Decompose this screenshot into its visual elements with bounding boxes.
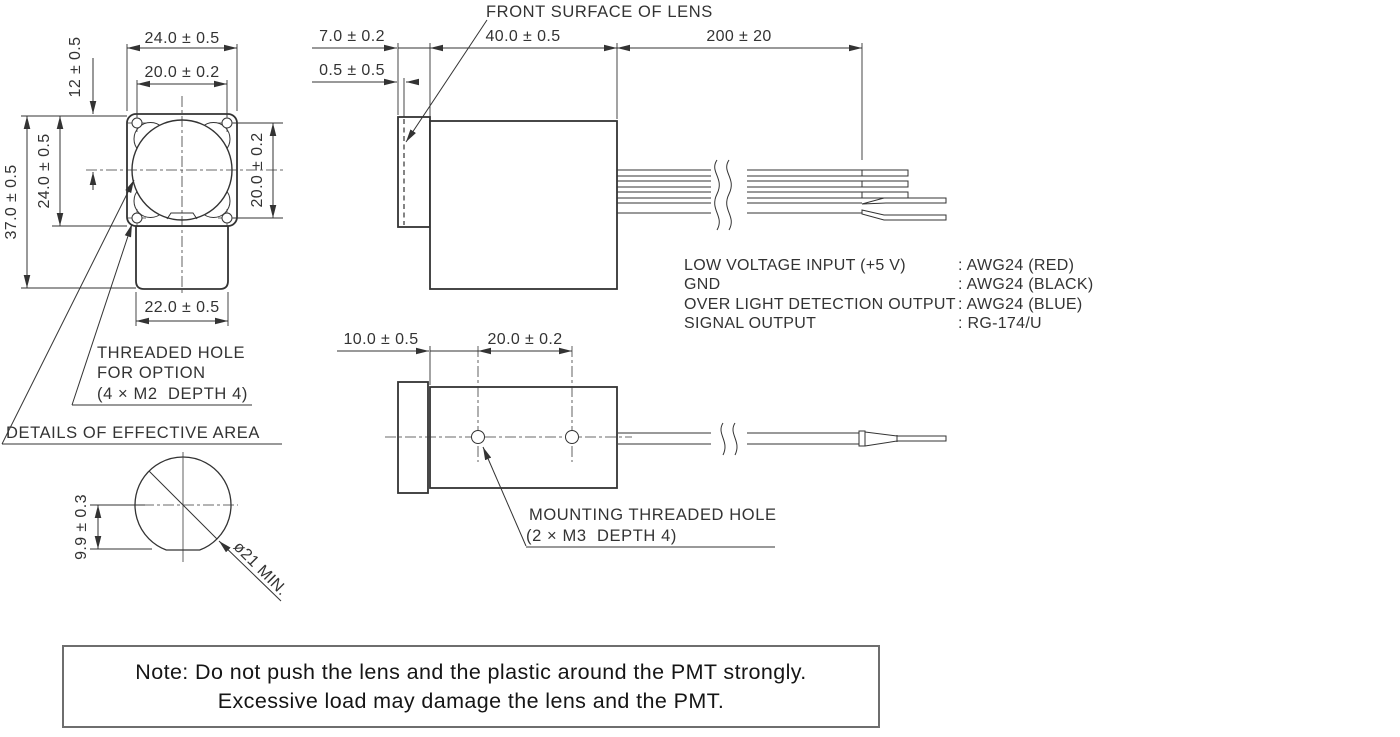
dim-diameter: ø21 MIN.: [230, 538, 291, 599]
side-flange-outline: [397, 116, 431, 228]
threaded-hole-note-line3: (4 × M2 DEPTH 4): [97, 385, 248, 403]
effective-area-leader: [1, 179, 135, 445]
note-line1: Note: Do not push the lens and the plast…: [135, 659, 807, 684]
cable-stripped-end: [864, 431, 947, 447]
front-view: 24.0 ± 0.5 20.0 ± 0.2 12 ± 0.5 24.0 ± 0.…: [1, 30, 286, 445]
wire-ends: [861, 169, 947, 221]
wire-spec: : AWG24 (BLUE): [958, 295, 1083, 313]
coax-cable: [618, 432, 859, 445]
wiring-row: OVER LIGHT DETECTION OUTPUT : AWG24 (BLU…: [684, 295, 1094, 314]
diameter-leader: [218, 540, 282, 602]
mounting-note-line1: MOUNTING THREADED HOLE: [529, 506, 777, 524]
bottom-body-outline: [429, 386, 618, 489]
dim-cable-length: 200 ± 20: [706, 28, 771, 45]
effective-area-title: DETAILS OF EFFECTIVE AREA: [6, 424, 260, 442]
mounting-hole-1: [471, 430, 485, 444]
dim-total-height: 37.0 ± 0.5: [3, 164, 20, 239]
mounting-hole-2: [565, 430, 579, 444]
wire-spec: : AWG24 (RED): [958, 257, 1075, 274]
mounting-hole-leader: [482, 446, 527, 547]
dim-square-height: 24.0 ± 0.5: [36, 133, 53, 208]
dim-hole-pitch-v: 20.0 ± 0.2: [249, 132, 266, 207]
dim-outer-width: 24.0 ± 0.5: [144, 30, 219, 47]
dim-lens-center-from-top: 12 ± 0.5: [67, 37, 84, 98]
wire-spec: : RG-174/U: [958, 315, 1042, 333]
threaded-hole-leader: [71, 223, 133, 406]
dim-hole-offset: 10.0 ± 0.5: [343, 331, 418, 348]
lead-wires: [617, 169, 862, 214]
wire-name: GND: [684, 276, 721, 294]
bottom-flange-outline: [397, 381, 429, 494]
corner-screw-holes: [128, 114, 236, 227]
wiring-row: GND : AWG24 (BLACK): [684, 275, 1094, 294]
mounting-note-line2: (2 × M3 DEPTH 4): [526, 527, 677, 545]
side-body-outline: [429, 120, 618, 290]
dim-body-length: 40.0 ± 0.5: [485, 28, 560, 45]
threaded-hole-note-line1: THREADED HOLE: [97, 344, 245, 362]
wire-name: OVER LIGHT DETECTION OUTPUT: [684, 295, 956, 313]
wire-spec: : AWG24 (BLACK): [958, 276, 1094, 294]
note-line2: Excessive load may damage the lens and t…: [217, 688, 725, 713]
wire-name: LOW VOLTAGE INPUT (+5 V): [684, 257, 906, 274]
wire-break-symbol: [714, 159, 732, 231]
wiring-row: LOW VOLTAGE INPUT (+5 V) : AWG24 (RED): [684, 256, 1094, 275]
dim-mounting-pitch: 20.0 ± 0.2: [487, 331, 562, 348]
front-surface-leader: [405, 19, 488, 143]
wiring-row: SIGNAL OUTPUT : RG-174/U: [684, 314, 1094, 333]
dim-lower-width: 22.0 ± 0.5: [144, 299, 219, 316]
wire-name: SIGNAL OUTPUT: [684, 315, 817, 333]
wiring-legend: LOW VOLTAGE INPUT (+5 V) : AWG24 (RED) G…: [684, 256, 1094, 334]
caution-note-box: Note: Do not push the lens and the plast…: [62, 645, 880, 728]
cable-break-symbol: [720, 422, 738, 456]
dim-hole-pitch-h: 20.0 ± 0.2: [144, 64, 219, 81]
bottom-view: 10.0 ± 0.5 20.0 ± 0.2 MOUNTING THREADED …: [337, 331, 947, 548]
front-centerlines: [86, 96, 286, 296]
side-view: 7.0 ± 0.2 0.5 ± 0.5 40.0 ± 0.5 200 ± 20 …: [312, 3, 947, 290]
cable-collar: [858, 430, 866, 447]
dim-lens-offset: 0.5 ± 0.5: [319, 62, 385, 79]
dim-effective-height: 9.9 ± 0.3: [73, 494, 90, 560]
effective-area-detail: DETAILS OF EFFECTIVE AREA ø21 MIN. 9.9 ±…: [2, 424, 291, 602]
dim-flange-thickness: 7.0 ± 0.2: [319, 28, 385, 45]
threaded-hole-note-line2: FOR OPTION: [97, 364, 206, 382]
front-surface-label: FRONT SURFACE OF LENS: [486, 3, 713, 21]
diameter-line: [148, 470, 218, 540]
